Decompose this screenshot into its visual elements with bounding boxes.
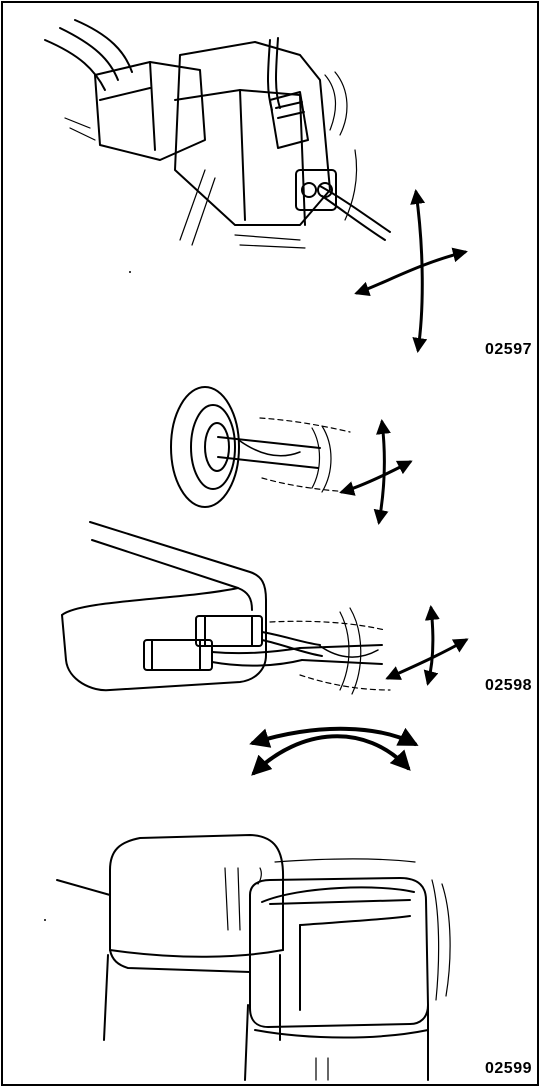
figure-code-02597: 02597 xyxy=(485,341,532,358)
flex-direction-arrows-3 xyxy=(385,605,469,686)
figure-code-02598: 02598 xyxy=(485,677,532,694)
flex-direction-arrows-1 xyxy=(354,189,468,353)
grommet-icon xyxy=(170,386,351,508)
flex-direction-arrows-2 xyxy=(339,419,413,525)
control-module-icon xyxy=(61,521,391,695)
crossed-arrows xyxy=(249,726,419,776)
wire-connector-icon xyxy=(44,19,391,249)
relay-icon xyxy=(44,271,451,1081)
figure-code-02599: 02599 xyxy=(485,1060,532,1077)
